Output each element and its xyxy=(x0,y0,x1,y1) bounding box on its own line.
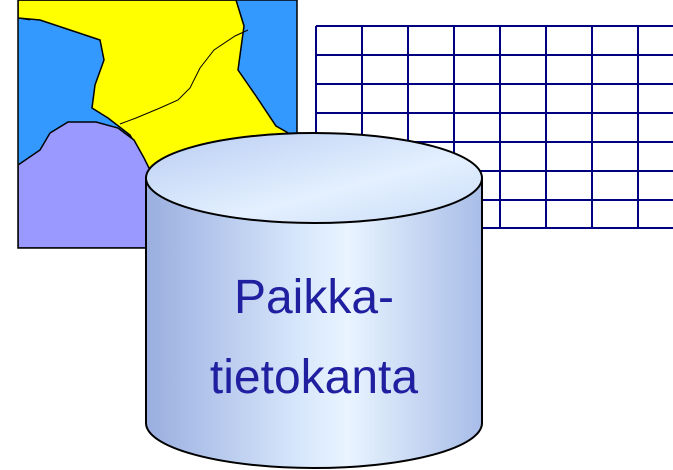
database-label-line1: Paikka- xyxy=(234,271,394,324)
map-yellow-region xyxy=(18,0,297,171)
database-cylinder-icon: Paikka- tietokanta xyxy=(145,132,483,469)
map-coastline xyxy=(18,17,31,21)
vector-map-icon xyxy=(17,0,298,249)
database-label-line2: tietokanta xyxy=(210,351,418,404)
map-lavender-region xyxy=(18,121,151,248)
cylinder-top xyxy=(145,132,483,224)
map-river-line xyxy=(119,29,249,125)
cylinder-body xyxy=(145,177,483,469)
